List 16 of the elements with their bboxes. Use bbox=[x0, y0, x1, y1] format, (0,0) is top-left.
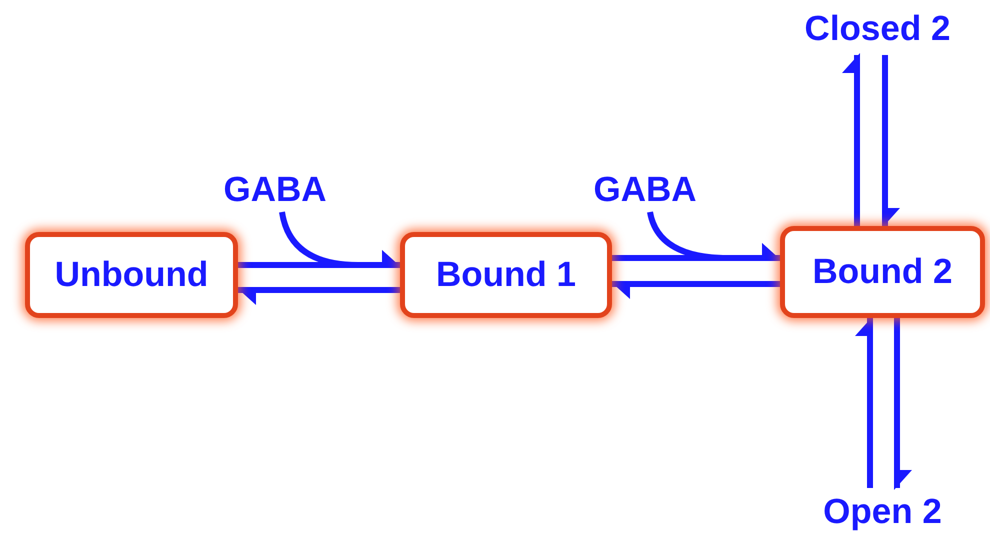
harpoon-arrow bbox=[842, 53, 860, 226]
node-label: GABA bbox=[593, 170, 697, 210]
node-label: GABA bbox=[223, 170, 327, 210]
node-label: Open 2 bbox=[823, 492, 942, 532]
harpoon-arrow bbox=[236, 287, 400, 305]
harpoon-arrow bbox=[882, 55, 900, 228]
state-box bbox=[780, 226, 985, 318]
state-label: Bound 1 bbox=[436, 255, 576, 295]
state-box bbox=[25, 232, 238, 318]
state-box bbox=[400, 232, 612, 318]
harpoon-arrow bbox=[855, 316, 873, 488]
harpoon-arrow bbox=[610, 281, 780, 299]
node-label: Closed 2 bbox=[804, 8, 950, 48]
harpoon-arrow bbox=[894, 318, 912, 490]
state-label: Unbound bbox=[54, 255, 208, 295]
state-label: Bound 2 bbox=[812, 252, 952, 292]
